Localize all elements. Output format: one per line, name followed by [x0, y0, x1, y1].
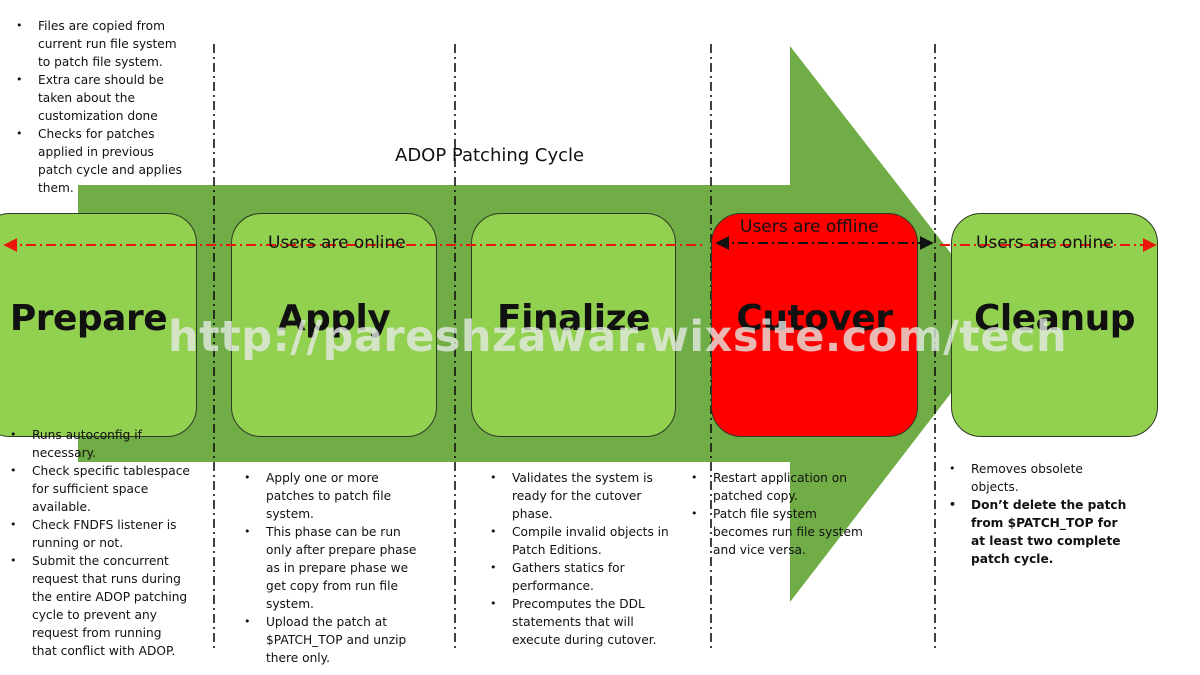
prepare-top-note: Checks for patches applied in previous p… — [10, 125, 190, 197]
apply-note: This phase can be run only after prepare… — [238, 523, 424, 613]
finalize-note: Gathers statics for performance. — [484, 559, 674, 595]
watermark-url: http://pareshzawar.wixsite.com/tech — [168, 312, 1068, 362]
apply-note: Upload the patch at $PATCH_TOP and unzip… — [238, 613, 424, 667]
prepare-top-note: Extra care should be taken about the cus… — [10, 71, 190, 125]
prepare-notes-top: Files are copied from current run file s… — [10, 17, 190, 197]
finalize-notes: Validates the system is ready for the cu… — [484, 469, 674, 649]
prepare-bottom-note: Check specific tablespace for sufficient… — [4, 462, 190, 516]
prepare-bottom-note: Submit the concurrent request that runs … — [4, 552, 190, 660]
cleanup-note-warning: Don’t delete the patch from $PATCH_TOP f… — [943, 496, 1133, 568]
cycle-title: ADOP Patching Cycle — [395, 145, 585, 166]
phase-finalize-label: Finalize — [497, 298, 650, 339]
status-offline-label: Users are offline — [740, 217, 879, 237]
status-online-label: Users are online — [268, 233, 406, 253]
phase-apply-label: Apply — [277, 298, 391, 339]
apply-note: Apply one or more patches to patch file … — [238, 469, 424, 523]
finalize-note: Compile invalid objects in Patch Edition… — [484, 523, 674, 559]
cutover-note: Patch file system becomes run file syste… — [685, 505, 871, 559]
status-online-label-cleanup: Users are online — [976, 233, 1114, 253]
prepare-notes-bottom: Runs autoconfig if necessary. Check spec… — [4, 426, 190, 660]
finalize-note: Validates the system is ready for the cu… — [484, 469, 674, 523]
cleanup-notes: Removes obsolete objects. Don’t delete t… — [943, 460, 1133, 568]
finalize-note: Precomputes the DDL statements that will… — [484, 595, 674, 649]
phase-prepare-label: Prepare — [9, 298, 168, 339]
apply-notes: Apply one or more patches to patch file … — [238, 469, 424, 667]
phase-cutover: Cutover — [711, 213, 918, 437]
prepare-bottom-note: Runs autoconfig if necessary. — [4, 426, 190, 462]
phase-cleanup-label: Cleanup — [974, 298, 1136, 339]
cutover-note: Restart application on patched copy. — [685, 469, 871, 505]
cutover-notes: Restart application on patched copy. Pat… — [685, 469, 871, 559]
phase-finalize: Finalize — [471, 213, 676, 437]
phase-apply: Apply — [231, 213, 437, 437]
phase-prepare: Prepare — [0, 213, 197, 437]
cleanup-note: Removes obsolete objects. — [943, 460, 1133, 496]
prepare-bottom-note: Check FNDFS listener is running or not. — [4, 516, 190, 552]
phase-dividers — [213, 44, 936, 650]
phase-cleanup: Cleanup — [951, 213, 1158, 437]
prepare-top-note: Files are copied from current run file s… — [10, 17, 190, 71]
phase-cutover-label: Cutover — [736, 298, 893, 339]
